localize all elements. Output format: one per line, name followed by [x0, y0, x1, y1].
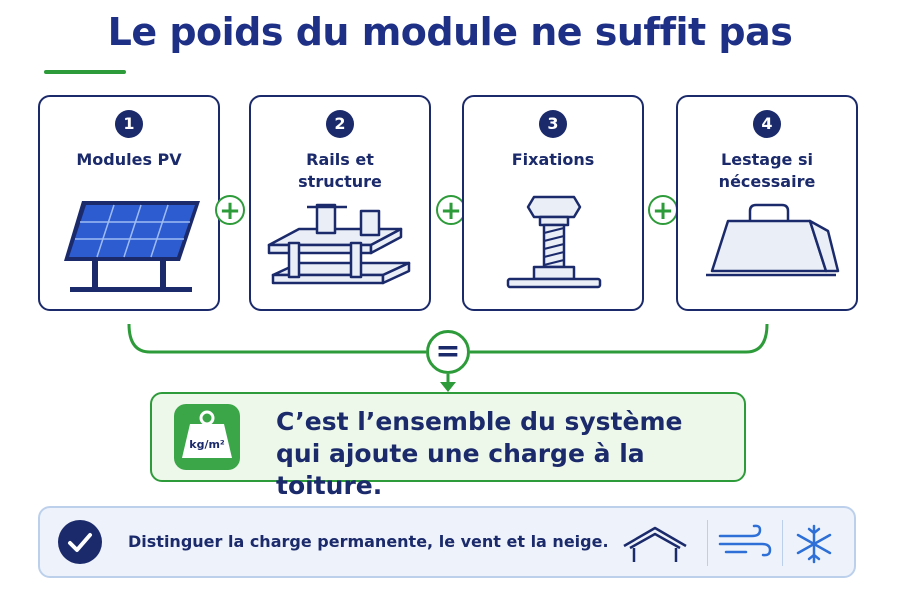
component-label: Modules PV — [76, 150, 182, 169]
wind-icon — [718, 524, 772, 557]
step-badge: 4 — [753, 110, 781, 138]
title-underline — [44, 70, 126, 74]
component-card-modules: 1 Modules PV — [38, 95, 220, 311]
result-text: C’est l’ensemble du système qui ajoute u… — [276, 406, 746, 502]
snowflake-icon — [796, 524, 832, 564]
result-line-2: qui ajoute une charge à la toiture. — [276, 439, 645, 500]
step-badge: 3 — [539, 110, 567, 138]
component-label: Lestage si nécessaire — [718, 150, 816, 191]
component-label: Fixations — [511, 150, 595, 169]
step-badge: 2 — [326, 110, 354, 138]
plus-operator: + — [436, 195, 466, 225]
component-card-rails: 2 Rails et structure — [249, 95, 431, 311]
check-icon — [58, 520, 102, 564]
note-text: Distinguer la charge permanente, le vent… — [128, 532, 609, 551]
icon-divider — [782, 520, 783, 566]
component-card-lestage: 4 Lestage si nécessaire — [676, 95, 858, 311]
component-card-fixations: 3 Fixations — [462, 95, 644, 311]
weight-badge: kg/m² — [174, 404, 240, 470]
ballast-icon — [706, 203, 840, 277]
note-bar: Distinguer la charge permanente, le vent… — [38, 506, 856, 578]
weight-icon — [182, 410, 232, 458]
component-label: Rails et structure — [298, 150, 382, 191]
rails-icon — [267, 203, 411, 285]
result-box: kg/m² C’est l’ensemble du système qui aj… — [150, 392, 746, 500]
plus-operator: + — [215, 195, 245, 225]
equals-operator: = — [426, 330, 470, 374]
page-title: Le poids du module ne suffit pas — [107, 10, 793, 54]
result-line-1: C’est l’ensemble du système — [276, 407, 683, 436]
bolt-icon — [506, 195, 602, 289]
roof-icon — [623, 526, 687, 562]
solar-panel-icon — [64, 201, 200, 292]
step-badge: 1 — [115, 110, 143, 138]
icon-divider — [707, 520, 708, 566]
weight-unit-label: kg/m² — [189, 438, 225, 451]
